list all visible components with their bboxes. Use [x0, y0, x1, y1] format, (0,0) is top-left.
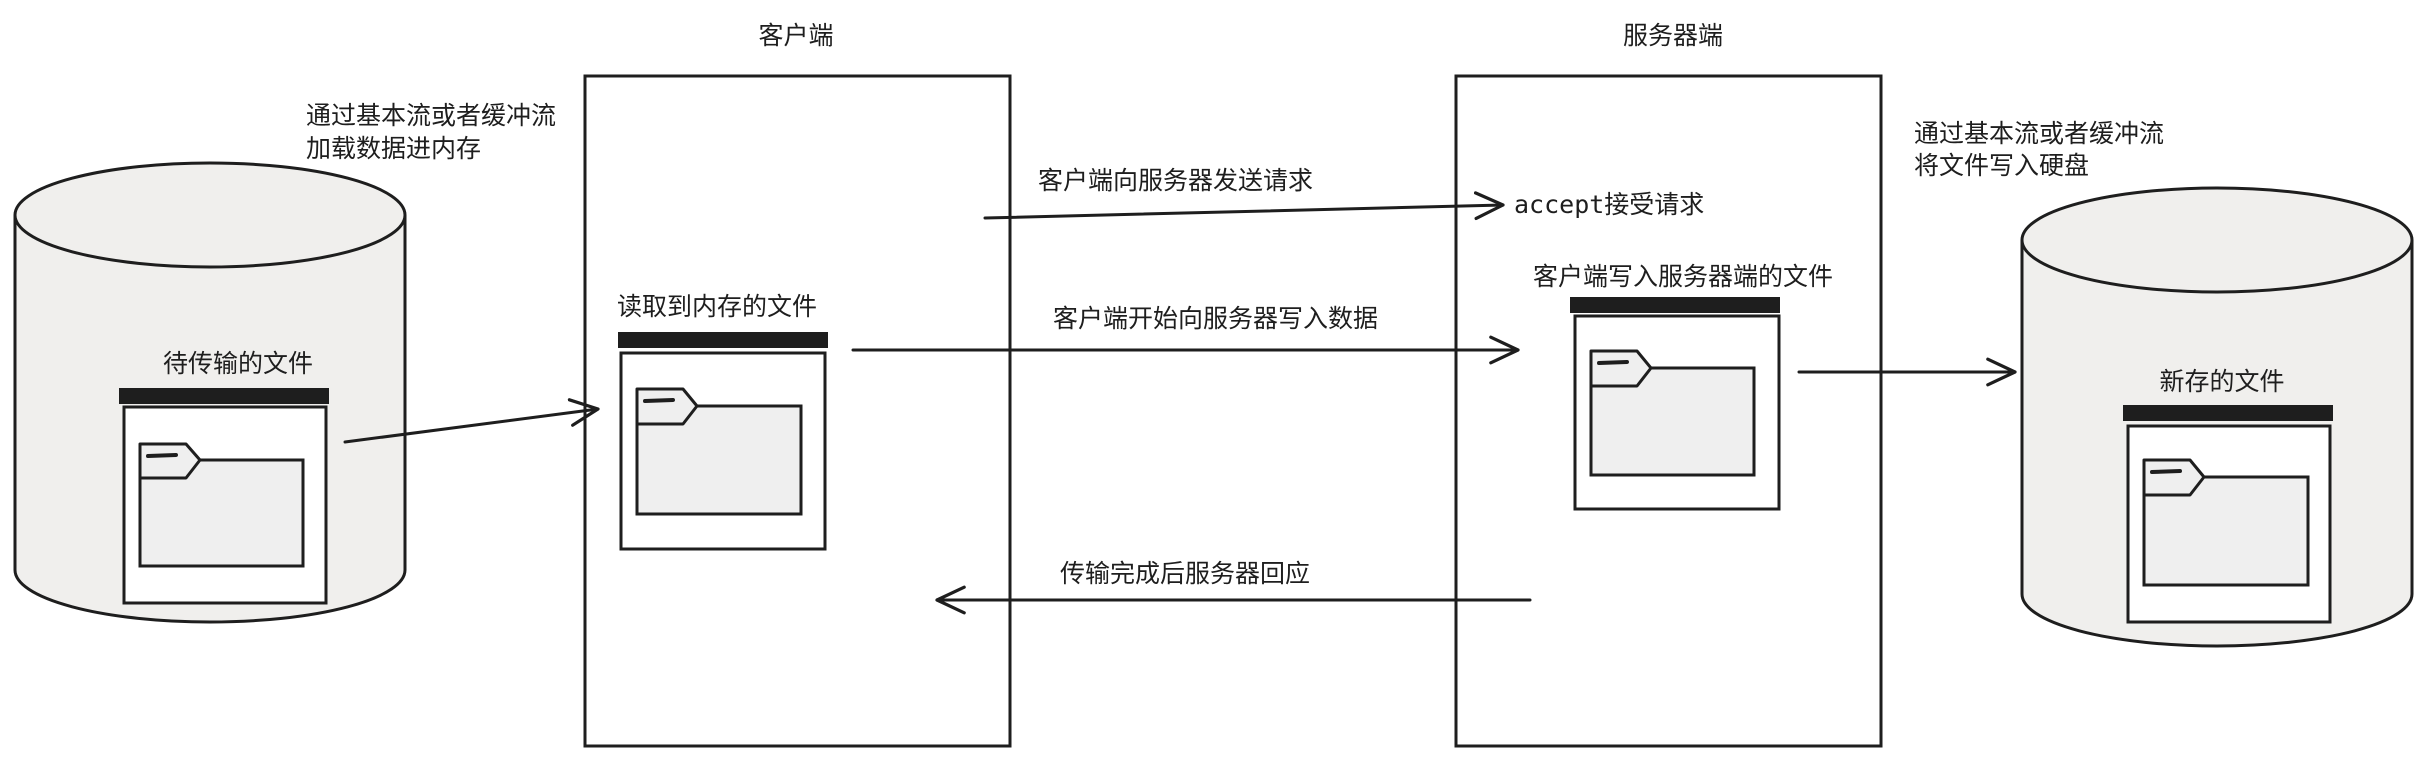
target-disk-file-label: 新存的文件: [2159, 367, 2284, 396]
target-folder-icon: [2142, 458, 2206, 497]
target-disk: 新存的文件: [2020, 186, 2414, 648]
client-title: 客户端: [758, 21, 833, 50]
target-disk-top: [2020, 186, 2414, 294]
source-file-window: [119, 388, 329, 605]
target-file-window: [2123, 405, 2333, 624]
response-arrow-label: 传输完成后服务器回应: [1060, 559, 1310, 588]
source-disk: 待传输的文件: [13, 161, 407, 624]
target-disk-note-line1: 通过基本流或者缓冲流: [1914, 119, 2164, 148]
server-folder-icon: [1589, 349, 1653, 388]
target-disk-note-line2: 将文件写入硬盘: [1914, 151, 2089, 180]
write-data-arrow-label: 客户端开始向服务器写入数据: [1053, 304, 1378, 333]
server-file-label: 客户端写入服务器端的文件: [1533, 262, 1833, 291]
source-disk-note-line1: 通过基本流或者缓冲流: [306, 101, 556, 130]
source-disk-note-line2: 加载数据进内存: [306, 134, 481, 163]
server-title: 服务器端: [1623, 21, 1723, 50]
source-disk-file-label: 待传输的文件: [163, 349, 313, 378]
request-arrow: [983, 191, 1505, 221]
source-folder-icon: [138, 442, 202, 480]
server-file-window: [1570, 297, 1781, 511]
request-arrow-label: 客户端向服务器发送请求: [1038, 166, 1313, 195]
source-disk-top: [13, 161, 407, 269]
server-accept-label: accept接受请求: [1514, 190, 1704, 219]
client-file-window: [618, 332, 828, 551]
load-file-arrow: [343, 398, 600, 444]
client-folder-icon: [635, 387, 699, 426]
client-file-label: 读取到内存的文件: [617, 292, 817, 321]
